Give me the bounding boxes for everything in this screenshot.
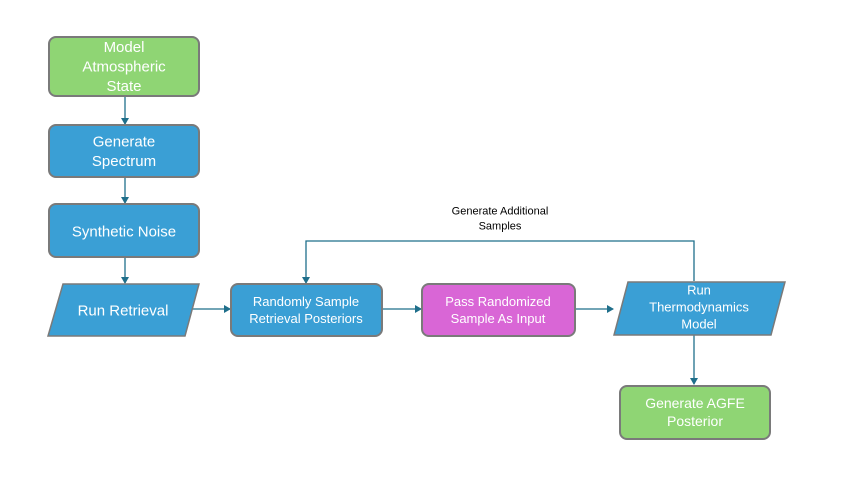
- node-label-line: Run: [687, 283, 711, 298]
- node-shape: [613, 281, 786, 336]
- node-label-line: Spectrum: [92, 153, 156, 170]
- node-shape: [619, 385, 771, 440]
- node-label: Generate AGFE Posterior: [645, 395, 745, 429]
- node-shape: [230, 283, 383, 337]
- node-shape: [421, 283, 576, 337]
- node-label-line: Sample As Input: [451, 311, 546, 326]
- node-shape: [48, 124, 200, 178]
- node-label-line: Synthetic Noise: [72, 223, 176, 240]
- node-label-line: Randomly Sample: [253, 294, 359, 309]
- node-label-line: Generate: [93, 134, 156, 151]
- connectors: [121, 96, 698, 385]
- node-label-line: Pass Randomized: [445, 294, 551, 309]
- node-label-line: Posterior: [667, 413, 723, 429]
- node-label-line: Samples: [479, 220, 522, 232]
- node-label: Run Retrieval: [78, 302, 169, 319]
- node-generate-agfe-posterior[interactable]: Generate AGFE Posterior: [619, 385, 771, 440]
- node-shape: [48, 36, 200, 97]
- node-synthetic-noise[interactable]: Synthetic Noise: [48, 203, 200, 258]
- node-label-line: Thermodynamics: [649, 300, 749, 315]
- node-label-line: State: [106, 78, 141, 95]
- edge-loop-thermo-to-sample: [302, 240, 695, 284]
- node-label: Synthetic Noise: [72, 223, 176, 240]
- node-label-line: Run Retrieval: [78, 302, 169, 319]
- node-label-line: Retrieval Posteriors: [249, 311, 363, 326]
- node-label-line: Atmospheric: [82, 58, 166, 75]
- node-label-line: Generate AGFE: [645, 395, 745, 411]
- node-label-line: Model: [104, 39, 145, 56]
- node-label-line: Model: [681, 316, 717, 331]
- node-shape: [47, 283, 200, 337]
- node-label-line: Generate Additional: [452, 205, 549, 217]
- node-shape: [48, 203, 200, 258]
- node-run-retrieval[interactable]: Run Retrieval: [47, 283, 200, 337]
